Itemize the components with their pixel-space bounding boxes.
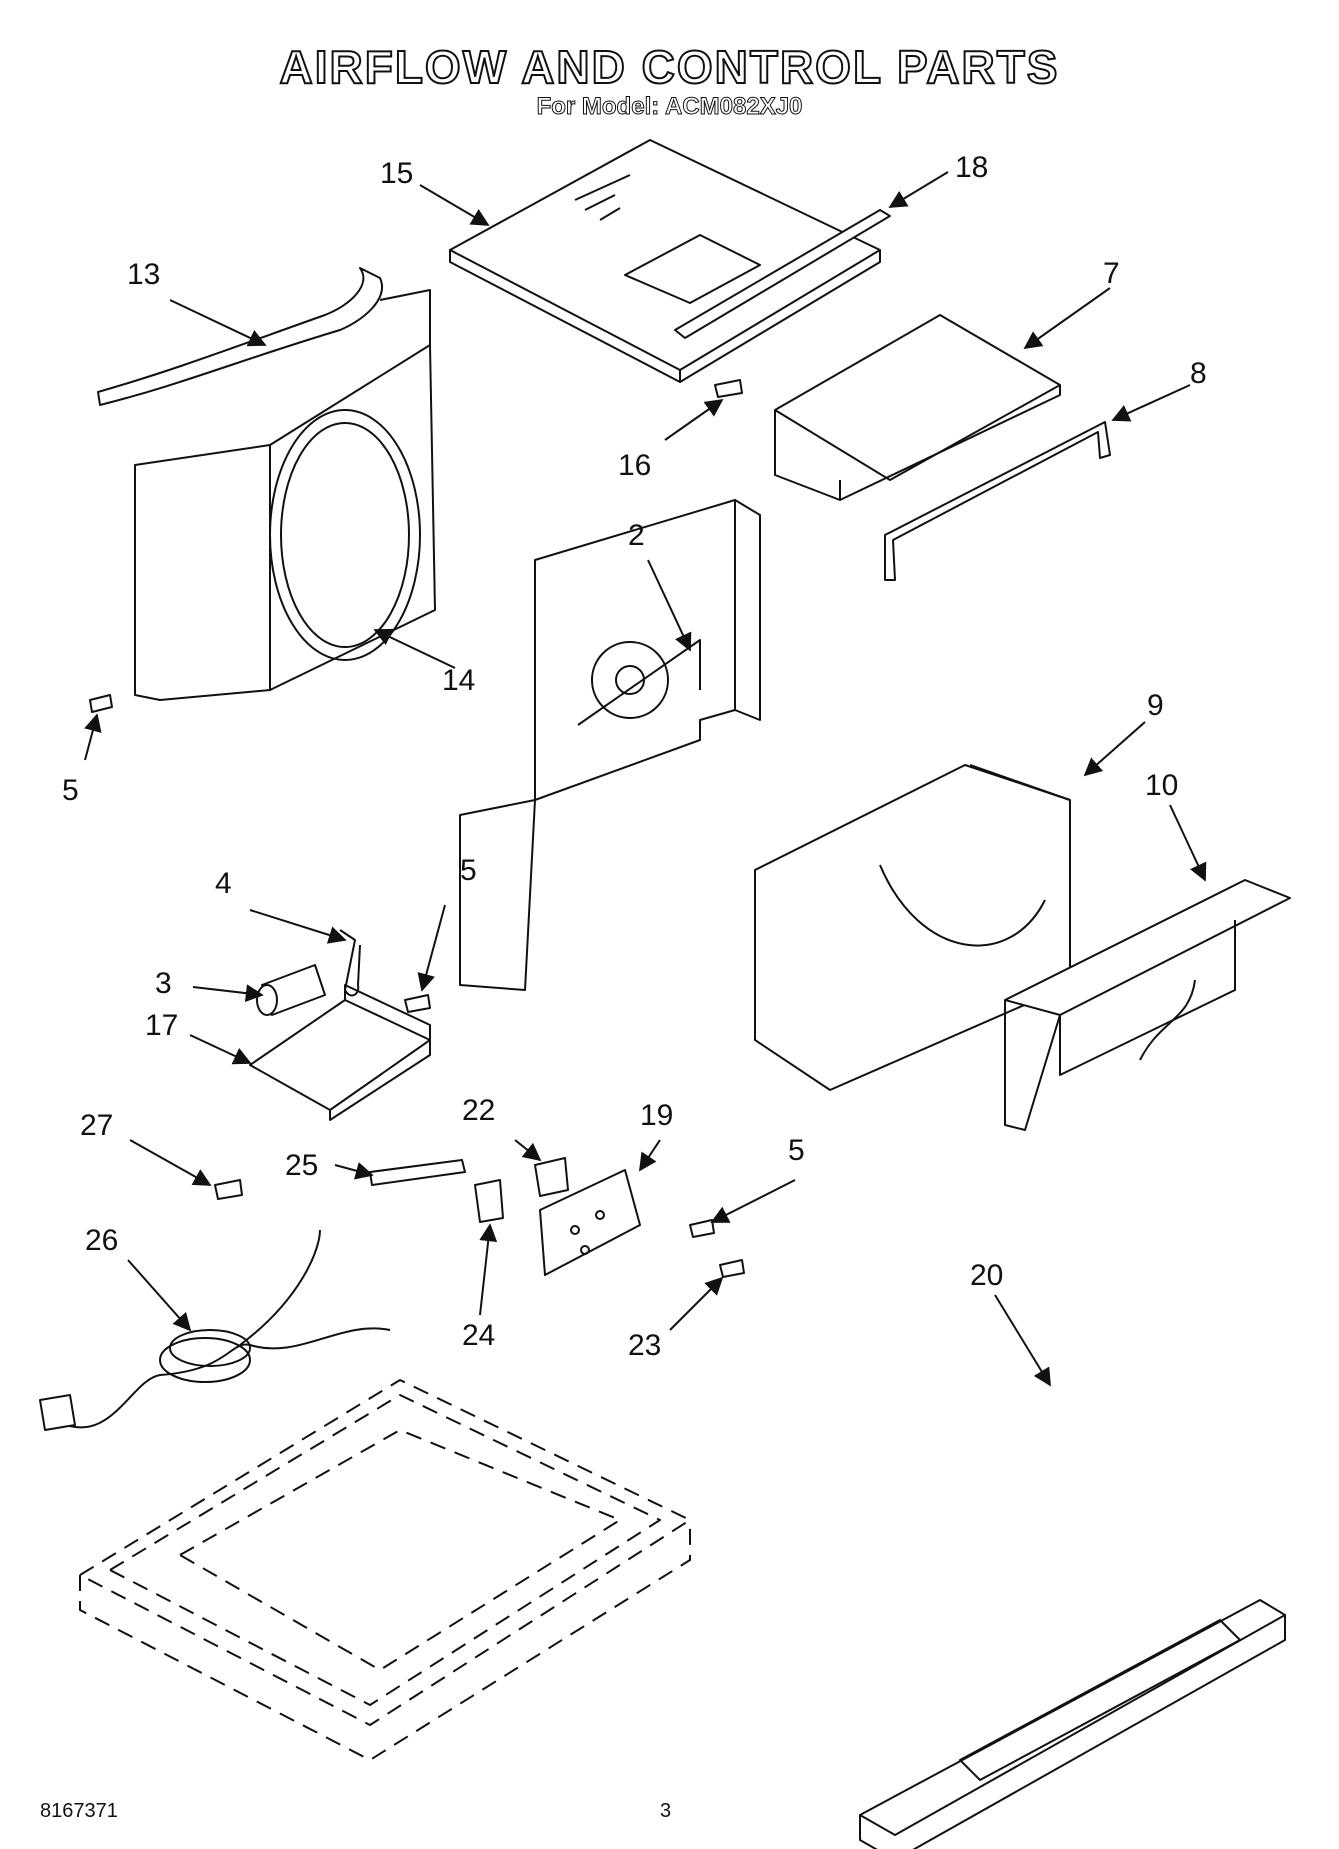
part-18-seal-strip xyxy=(674,209,891,339)
part-5-screw-c xyxy=(689,1219,715,1238)
model-subtitle: For Model: ACM082XJ0 xyxy=(536,93,803,121)
callout-24: 24 xyxy=(462,1319,495,1352)
callout-18: 18 xyxy=(955,151,988,184)
callout-23: 23 xyxy=(628,1329,661,1362)
page-title: AIRFLOW AND CONTROL PARTS xyxy=(279,40,1060,94)
part-27-screw xyxy=(214,1179,243,1200)
part-5-screw-a xyxy=(404,994,431,1013)
part-8-bracket xyxy=(884,421,1111,581)
callout-13: 13 xyxy=(127,258,160,291)
callout-15: 15 xyxy=(380,157,413,190)
part-24-switch xyxy=(474,1179,504,1223)
callout-19: 19 xyxy=(640,1099,673,1132)
callout-10: 10 xyxy=(1145,769,1178,802)
page-number: 3 xyxy=(660,1800,672,1822)
part-10-orifice xyxy=(1004,879,1291,1131)
part-14-fan-shroud xyxy=(134,289,436,701)
callout-26: 26 xyxy=(85,1224,118,1257)
callout-25: 25 xyxy=(285,1149,318,1182)
part-3-capacitor xyxy=(256,964,326,1016)
part-19-bracket xyxy=(539,1169,641,1276)
callout-5b: 5 xyxy=(460,854,477,887)
part-13-gasket xyxy=(97,267,383,406)
part-2-partition xyxy=(459,499,761,991)
part-25-knob xyxy=(369,1159,466,1186)
part-17-bracket xyxy=(249,984,431,1121)
document-number: 8167371 xyxy=(40,1800,118,1822)
part-20-drain-pan xyxy=(859,1599,1286,1849)
part-26-power-cord xyxy=(39,1229,391,1431)
callout-3: 3 xyxy=(155,967,172,1000)
callout-4: 4 xyxy=(215,867,232,900)
callout-22: 22 xyxy=(462,1094,495,1127)
callout-16: 16 xyxy=(618,449,651,482)
callout-2: 2 xyxy=(628,519,645,552)
callout-20: 20 xyxy=(970,1259,1003,1292)
part-15-top-panel xyxy=(449,139,881,383)
callout-leaders xyxy=(84,171,1207,1387)
part-22-switch xyxy=(534,1157,569,1197)
callout-14: 14 xyxy=(442,664,475,697)
part-5-screw-b xyxy=(89,694,113,713)
callout-5a: 5 xyxy=(62,774,79,807)
part-16-screw xyxy=(714,379,743,398)
callout-5c: 5 xyxy=(788,1134,805,1167)
callout-8: 8 xyxy=(1190,357,1207,390)
part-9-scroll xyxy=(754,764,1071,1091)
part-7-cover xyxy=(774,314,1061,501)
base-pan-dashed xyxy=(79,1379,691,1761)
callout-7: 7 xyxy=(1103,257,1120,290)
callout-17: 17 xyxy=(145,1009,178,1042)
callout-9: 9 xyxy=(1147,689,1164,722)
part-23-screw xyxy=(719,1259,745,1278)
callout-27: 27 xyxy=(80,1109,113,1142)
